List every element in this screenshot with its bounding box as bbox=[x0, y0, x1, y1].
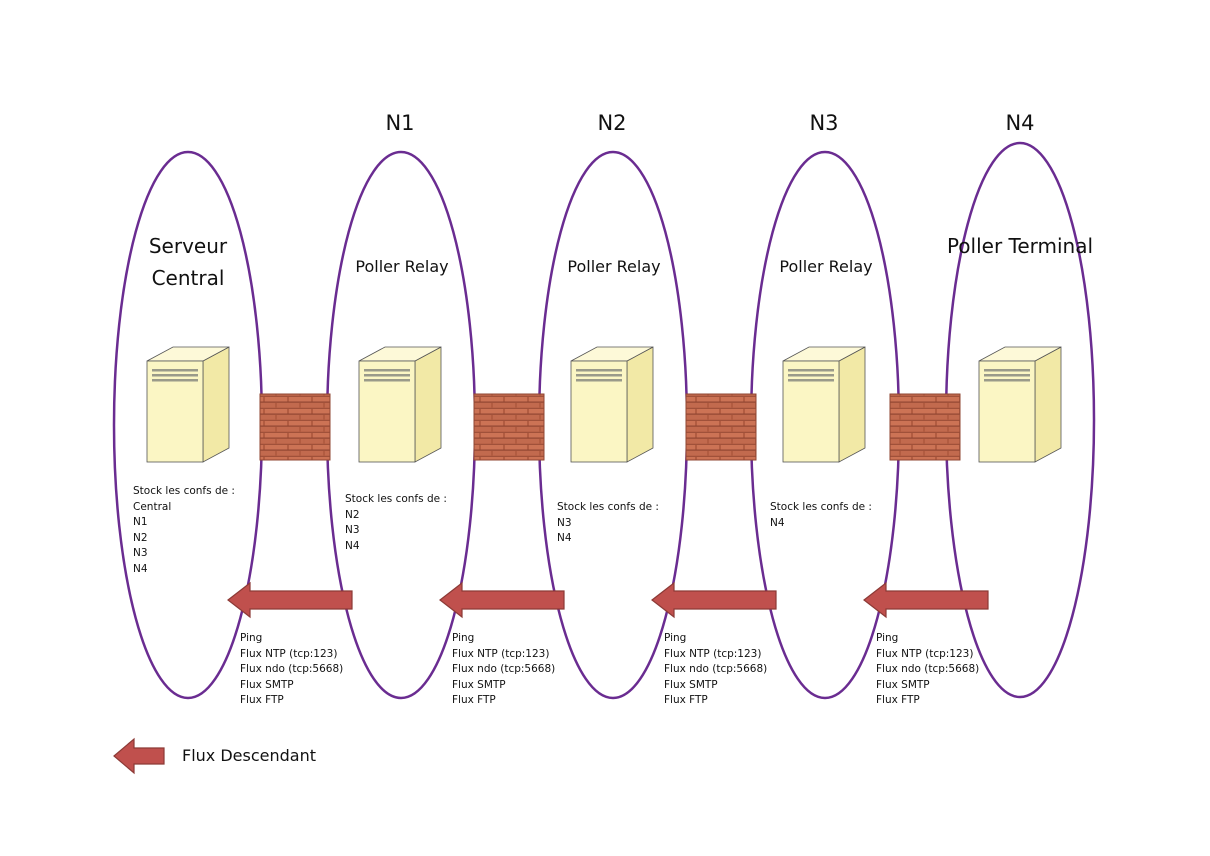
node-title-poller-relay-1: Poller Relay bbox=[355, 257, 449, 276]
legend-label: Flux Descendant bbox=[182, 746, 316, 765]
store-item: N4 bbox=[345, 539, 360, 552]
flow-item: Flux SMTP bbox=[876, 678, 930, 691]
store-item: N1 bbox=[133, 516, 148, 529]
store-item: N2 bbox=[133, 531, 148, 544]
flow-arrow-0 bbox=[227, 581, 353, 619]
flow-item: Flux NTP (tcp:123) bbox=[664, 647, 762, 660]
flow-item: Flux SMTP bbox=[240, 678, 294, 691]
flow-item: Flux SMTP bbox=[664, 678, 718, 691]
store-list-relay-1: Stock les confs de : N2 N3 N4 bbox=[345, 492, 447, 554]
store-list-central: Stock les confs de : Central N1 N2 N3 N4 bbox=[133, 484, 235, 578]
firewall-icon bbox=[889, 393, 961, 461]
flow-item: Flux NTP (tcp:123) bbox=[240, 647, 338, 660]
flow-item: Ping bbox=[240, 632, 263, 644]
flow-item: Flux FTP bbox=[240, 694, 284, 707]
store-item: N3 bbox=[345, 524, 360, 537]
server-icon bbox=[146, 346, 230, 463]
store-heading: Stock les confs de : bbox=[345, 493, 447, 505]
server-icon bbox=[570, 346, 654, 463]
firewall-icon bbox=[685, 393, 757, 461]
flow-arrow-3 bbox=[863, 581, 989, 619]
flow-list-4: Ping Flux NTP (tcp:123) Flux ndo (tcp:56… bbox=[876, 631, 979, 709]
flow-item: Flux ndo (tcp:5668) bbox=[452, 663, 556, 676]
node-title-poller-terminal: Poller Terminal bbox=[946, 234, 1094, 258]
flow-item: Flux FTP bbox=[876, 694, 920, 707]
flow-item: Flux ndo (tcp:5668) bbox=[876, 663, 980, 676]
flow-item: Flux FTP bbox=[452, 694, 496, 707]
flow-list-2: Ping Flux NTP (tcp:123) Flux ndo (tcp:56… bbox=[452, 631, 555, 709]
server-icon bbox=[978, 346, 1062, 463]
flow-item: Flux FTP bbox=[664, 694, 708, 707]
store-item: N2 bbox=[345, 508, 360, 521]
node-title-serveur-central: Serveur Central bbox=[148, 234, 228, 290]
store-item: N4 bbox=[557, 532, 572, 545]
store-heading: Stock les confs de : bbox=[557, 501, 659, 513]
legend-arrow-icon bbox=[113, 737, 165, 775]
flow-item: Flux NTP (tcp:123) bbox=[876, 647, 974, 660]
level-label-n4: N4 bbox=[1005, 111, 1035, 135]
flow-item: Flux ndo (tcp:5668) bbox=[664, 663, 768, 676]
store-item: N3 bbox=[557, 516, 572, 529]
store-list-relay-2: Stock les confs de : N3 N4 bbox=[557, 500, 659, 547]
node-title-poller-relay-3: Poller Relay bbox=[779, 257, 873, 276]
store-heading: Stock les confs de : bbox=[133, 485, 235, 497]
server-icon bbox=[782, 346, 866, 463]
store-item: N3 bbox=[133, 547, 148, 560]
flow-item: Flux SMTP bbox=[452, 678, 506, 691]
server-icon bbox=[358, 346, 442, 463]
level-label-n2: N2 bbox=[597, 111, 627, 135]
store-item: N4 bbox=[133, 562, 148, 575]
flow-list-1: Ping Flux NTP (tcp:123) Flux ndo (tcp:56… bbox=[240, 631, 343, 709]
flow-item: Ping bbox=[664, 632, 687, 644]
flow-item: Ping bbox=[452, 632, 475, 644]
level-label-n3: N3 bbox=[809, 111, 839, 135]
node-title-poller-relay-2: Poller Relay bbox=[567, 257, 661, 276]
store-item: N4 bbox=[770, 516, 785, 529]
store-list-relay-3: Stock les confs de : N4 bbox=[770, 500, 872, 531]
flow-arrow-2 bbox=[651, 581, 777, 619]
flow-item: Flux NTP (tcp:123) bbox=[452, 647, 550, 660]
flow-item: Ping bbox=[876, 632, 899, 644]
store-item: Central bbox=[133, 500, 172, 513]
flow-list-3: Ping Flux NTP (tcp:123) Flux ndo (tcp:56… bbox=[664, 631, 767, 709]
level-label-n1: N1 bbox=[385, 111, 415, 135]
firewall-icon bbox=[259, 393, 331, 461]
flow-arrow-1 bbox=[439, 581, 565, 619]
firewall-icon bbox=[473, 393, 545, 461]
flow-item: Flux ndo (tcp:5668) bbox=[240, 663, 344, 676]
store-heading: Stock les confs de : bbox=[770, 501, 872, 513]
